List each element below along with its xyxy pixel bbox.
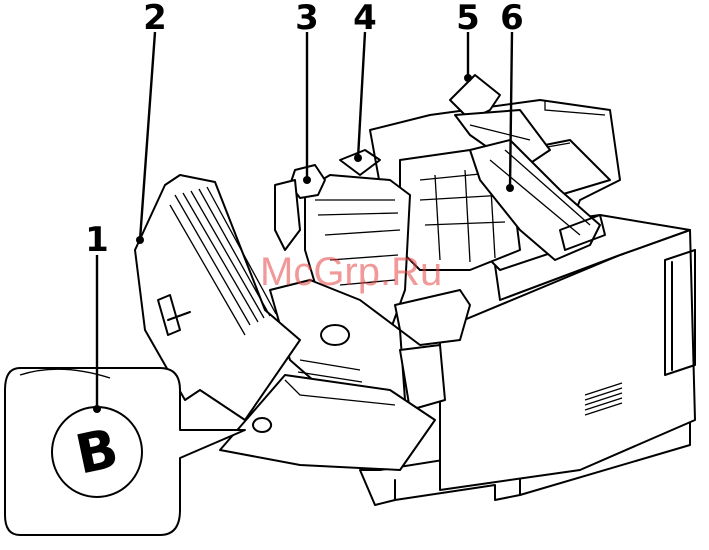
callout-2: 2 <box>143 0 167 38</box>
callout-3: 3 <box>295 0 319 38</box>
callout-5: 5 <box>456 0 480 38</box>
callout-4: 4 <box>353 0 377 38</box>
watermark: McGrp.Ru <box>260 250 442 294</box>
callout-1: 1 <box>85 220 109 260</box>
callout-6: 6 <box>500 0 524 38</box>
